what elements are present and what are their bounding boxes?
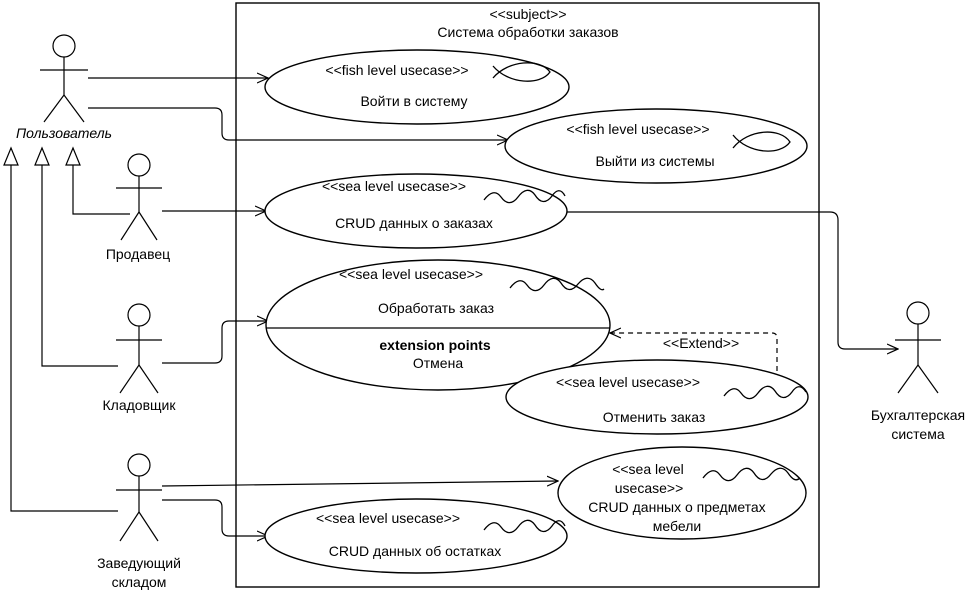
association-lines <box>88 78 898 536</box>
usecase-crud-orders-name: CRUD данных о заказах <box>335 215 493 231</box>
usecase-crud-furniture-stereotype-2: usecase>> <box>615 480 684 496</box>
usecase-crud-orders[interactable]: <<sea level usecase>> CRUD данных о зака… <box>264 173 568 249</box>
stick-figure-icon <box>895 301 941 394</box>
usecase-login-name: Войти в систему <box>360 93 467 109</box>
usecase-crud-furniture[interactable]: <<sea level usecase>> CRUD данных о пред… <box>557 446 807 540</box>
generalization-seller <box>72 165 130 215</box>
usecase-crud-furniture-stereotype-1: <<sea level <box>612 461 684 477</box>
usecase-process-order-stereotype: <<sea level usecase>> <box>339 266 483 282</box>
usecase-cancel-order-stereotype: <<sea level usecase>> <box>556 374 700 390</box>
generalization-manager <box>10 165 118 512</box>
usecase-crud-stock[interactable]: <<sea level usecase>> CRUD данных об ост… <box>264 498 568 574</box>
usecase-logout-name: Выйти из системы <box>595 153 714 169</box>
fish-icon <box>492 62 551 82</box>
extend-arrow <box>610 333 778 380</box>
usecase-crud-stock-ellipse <box>264 498 568 574</box>
actor-accounting-label-2: система <box>891 426 944 442</box>
usecase-cancel-order-ellipse <box>505 359 809 435</box>
assoc-storekeeper-process <box>162 321 268 364</box>
assoc-crud-orders-accounting <box>567 211 898 349</box>
usecase-login-stereotype: <<fish level usecase>> <box>325 62 468 78</box>
stick-figure-icon <box>116 153 162 241</box>
extension-points-label: extension points <box>379 337 490 353</box>
actor-seller-label: Продавец <box>106 246 170 262</box>
usecase-cancel-order-name: Отменить заказ <box>603 409 706 425</box>
assoc-user-logout <box>88 107 508 140</box>
usecase-process-order[interactable]: <<sea level usecase>> Обработать заказ e… <box>265 259 611 391</box>
generalization-arrowhead-storekeeper <box>34 146 50 166</box>
actor-storekeeper-label: Кладовщик <box>103 397 177 413</box>
wave-icon <box>483 189 566 204</box>
actor-warehouse-manager-label-2: складом <box>112 574 167 590</box>
actor-accounting-label-1: Бухгалтерская <box>871 407 965 423</box>
stick-figure-icon <box>116 303 162 394</box>
usecase-crud-furniture-ellipse <box>557 446 807 540</box>
usecase-process-order-ellipse <box>265 259 611 391</box>
system-boundary-rect <box>235 2 820 588</box>
fish-icon <box>732 131 791 152</box>
usecase-crud-orders-ellipse <box>264 173 568 249</box>
extend-label: <<Extend>> <box>663 335 739 351</box>
actor-warehouse-manager-label-1: Заведующий <box>97 555 181 571</box>
usecase-cancel-order[interactable]: <<sea level usecase>> Отменить заказ <box>505 359 809 435</box>
usecase-crud-orders-stereotype: <<sea level usecase>> <box>322 178 466 194</box>
system-stereotype: <<subject>> <box>489 6 566 22</box>
extend-dependency: <<Extend>> <box>610 333 778 380</box>
wave-icon <box>483 519 566 534</box>
usecase-crud-stock-name: CRUD данных об остатках <box>329 543 502 559</box>
usecase-login[interactable]: <<fish level usecase>> Войти в систему <box>264 49 570 125</box>
generalization-arrowhead-seller <box>65 146 81 166</box>
usecase-crud-furniture-name-2: мебели <box>653 518 701 534</box>
usecase-logout-ellipse <box>504 108 808 184</box>
generalization-arrowhead-manager <box>3 146 19 166</box>
actor-storekeeper[interactable]: Кладовщик <box>103 303 177 413</box>
stick-figure-icon <box>40 34 88 123</box>
extension-point-cancel: Отмена <box>413 355 463 371</box>
usecase-crud-furniture-name-1: CRUD данных о предметах <box>588 499 765 515</box>
wave-icon <box>509 277 605 292</box>
assoc-manager-crud-stock <box>162 499 268 536</box>
wave-icon <box>723 385 807 400</box>
usecase-login-ellipse <box>264 49 570 125</box>
system-name: Система обработки заказов <box>437 24 618 40</box>
usecase-logout-stereotype: <<fish level usecase>> <box>566 121 709 137</box>
usecase-crud-stock-stereotype: <<sea level usecase>> <box>316 510 460 526</box>
assoc-manager-crud-furniture <box>161 481 558 486</box>
actor-user-label: Пользователь <box>16 125 112 141</box>
usecase-process-order-name: Обработать заказ <box>378 300 494 316</box>
system-boundary: <<subject>> Система обработки заказов <box>235 2 820 588</box>
actor-warehouse-manager[interactable]: Заведующий складом <box>97 453 181 590</box>
generalization-lines <box>3 146 130 512</box>
actor-accounting-system[interactable]: Бухгалтерская система <box>871 301 965 442</box>
wave-icon <box>702 467 801 482</box>
generalization-storekeeper <box>41 165 118 367</box>
actor-seller[interactable]: Продавец <box>106 153 170 262</box>
usecase-logout[interactable]: <<fish level usecase>> Выйти из системы <box>504 108 808 184</box>
stick-figure-icon <box>116 453 162 542</box>
actor-user[interactable]: Пользователь <box>16 34 112 141</box>
